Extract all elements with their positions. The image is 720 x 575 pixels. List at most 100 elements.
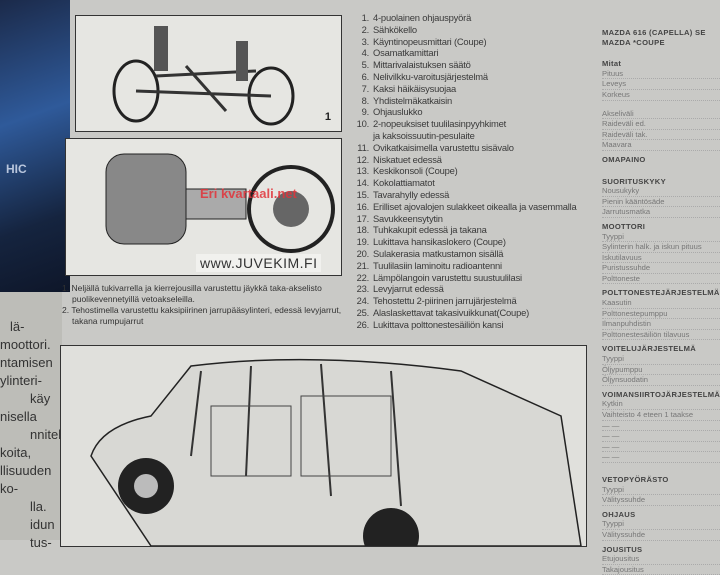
- spec-section-heading: JOUSITUS: [602, 544, 643, 554]
- rear-axle-drawing: [112, 26, 295, 126]
- item-number: 1.: [361, 12, 370, 23]
- parts-list-item: 25.Alaslaskettavat takasivuikkunat(Coupe…: [353, 307, 598, 319]
- item-number: 4.: [361, 47, 370, 59]
- spec-gap: [602, 165, 720, 173]
- car-cutaway-drawing: [90, 358, 582, 546]
- parts-list-item: 15.Tavarahylly edessä: [353, 189, 598, 201]
- item-text: Lukittava polttonestesäiliön kansi: [373, 318, 504, 330]
- spec-row-label: — —: [602, 421, 720, 432]
- spec-row-label: Pienin kääntösäde: [602, 197, 720, 208]
- suspension-illustration: 1: [75, 15, 342, 132]
- item-number: 20.: [356, 247, 370, 259]
- item-number: 12.: [356, 153, 370, 165]
- spec-row-label: Tyyppi: [602, 519, 720, 530]
- parts-list-item: 1.4-puolainen ohjauspyörä: [353, 12, 598, 24]
- item-number: 21.: [356, 259, 370, 271]
- parts-list-item: 23.Levyjarrut edessä: [353, 283, 598, 295]
- car-cutaway-illustration: [60, 345, 587, 547]
- spec-row-label: — —: [602, 452, 720, 463]
- spec-row-label: — —: [602, 431, 720, 442]
- item-text: Tuhkakupit edessä ja takana: [373, 224, 487, 236]
- left-text-line: käy: [30, 391, 51, 406]
- item-text: 4-puolainen ohjauspyörä: [373, 12, 472, 23]
- spec-row-label: Jarrutusmatka: [602, 207, 720, 218]
- spec-section-heading: MOOTTORI: [602, 221, 646, 231]
- spec-row-label: Takajousitus: [602, 565, 720, 575]
- spec-row-label: Akseliväli: [602, 109, 720, 120]
- item-number: 13.: [356, 165, 370, 177]
- spec-gap: [602, 463, 720, 471]
- caption: 1. Neljällä tukivarrella ja kierrejousil…: [60, 283, 348, 305]
- spec-row-label: Korkeus: [602, 90, 720, 101]
- item-text: Alaslaskettavat takasivuikkunat(Coupe): [373, 306, 530, 318]
- spec-row-label: Pituus: [602, 69, 720, 80]
- spec-row-label: Iskutilavuus: [602, 253, 720, 264]
- parts-list-item: 20.Sulakerasia matkustamon sisällä: [353, 248, 598, 260]
- brake-illustration: [65, 138, 342, 276]
- parts-list-item: 13.Keskikonsoli (Coupe): [353, 165, 598, 177]
- spec-section-heading: OMAPAINO: [602, 154, 646, 164]
- parts-list-item: 2.Sähkökello: [353, 24, 598, 36]
- item-number: 15.: [356, 188, 370, 200]
- item-number: 25.: [356, 306, 370, 318]
- item-text: ja kaksoissuutin-pesulaite: [373, 129, 475, 141]
- parts-list-item: 18.Tuhkakupit edessä ja takana: [353, 224, 598, 236]
- spec-section-heading: VETOPYÖRÄSTO: [602, 474, 669, 484]
- item-number: 6.: [361, 70, 370, 82]
- spec-section-heading: VOITELUJÄRJESTELMÄ: [602, 344, 697, 354]
- spec-row-label: Vaihteisto 4 eteen 1 taakse: [602, 410, 720, 421]
- spec-sheet: MAZDA 616 (CAPELLA) SE MAZDA *COUPE Mita…: [602, 24, 720, 575]
- item-text: Tuulilasiin laminoitu radioantenni: [373, 259, 502, 271]
- item-text: Tehostettu 2-piirinen jarrujärjestelmä: [373, 295, 517, 307]
- left-text-line: tus-: [30, 535, 52, 550]
- item-number: 3.: [361, 35, 370, 47]
- item-number: 23.: [356, 283, 370, 295]
- spec-section-heading: POLTTONESTEJÄRJESTELMÄ: [602, 288, 720, 298]
- left-strip: [0, 292, 62, 540]
- item-number: 11.: [357, 141, 369, 153]
- spec-row-label: Tyyppi: [602, 232, 720, 243]
- engine-photo: HIC: [0, 0, 70, 292]
- caption-number: 1.: [62, 283, 70, 293]
- item-text: Ohjauslukko: [373, 106, 423, 118]
- spec-row-label: Polttonestesäiliön tilavuus: [602, 330, 720, 341]
- left-text-line: nniteltu: [30, 427, 62, 442]
- parts-list-item: 16.Erilliset ajovalojen sulakkeet oikeal…: [353, 201, 598, 213]
- item-text: Kokolattiamatot: [373, 177, 435, 189]
- spec-row-label: Ilmanpuhdistin: [602, 319, 720, 330]
- parts-list-item: 7.Kaksi häikäisysuojaa: [353, 83, 598, 95]
- spec-row-label: Leveys: [602, 79, 720, 90]
- caption-text: Neljällä tukivarrella ja kierrejousilla …: [71, 283, 322, 304]
- parts-list-item: 9.Ohjauslukko: [353, 106, 598, 118]
- spec-row-label: Välityssuhde: [602, 495, 720, 506]
- item-text: Käyntinopeusmittari (Coupe): [373, 35, 487, 47]
- item-number: 16.: [356, 200, 370, 212]
- item-number: 18.: [356, 224, 370, 236]
- spec-gap: [602, 101, 720, 109]
- left-text-line: ylinteri-: [0, 373, 42, 388]
- spec-row-label: Puristussuhde: [602, 263, 720, 274]
- item-number: 8.: [361, 94, 370, 106]
- brake-master-cylinder-drawing: [105, 153, 335, 253]
- spec-subtitle: MAZDA *COUPE: [602, 37, 665, 47]
- item-text: Savukkeensytytin: [373, 212, 443, 224]
- spec-section-heading: OHJAUS: [602, 509, 636, 519]
- left-text-line: llisuuden: [0, 463, 52, 478]
- parts-list-item: 8.Yhdistelmäkatkaisin: [353, 95, 598, 107]
- parts-list-item: 21.Tuulilasiin laminoitu radioantenni: [353, 260, 598, 272]
- watermark-site: www.JUVEKIM.FI: [196, 254, 322, 272]
- spec-row-label: Polttoneste: [602, 274, 720, 285]
- item-text: Yhdistelmäkatkaisin: [373, 94, 453, 106]
- caption-text: Tehostimella varustettu kaksipiirinen ja…: [71, 305, 342, 326]
- spec-row-label: Tyyppi: [602, 354, 720, 365]
- item-number: 5.: [361, 59, 370, 71]
- spec-row-label: Öljypumppu: [602, 365, 720, 376]
- item-number: 9.: [361, 106, 370, 118]
- item-text: Ovikatkaisimella varustettu sisävalo: [373, 141, 514, 153]
- item-number: 7.: [361, 82, 370, 94]
- watermark-red: Eri kvartaali.net: [200, 186, 297, 201]
- parts-list-item: 14.Kokolattiamatot: [353, 177, 598, 189]
- item-text: Kaksi häikäisysuojaa: [373, 82, 457, 94]
- spec-row-label: Etujousitus: [602, 554, 720, 565]
